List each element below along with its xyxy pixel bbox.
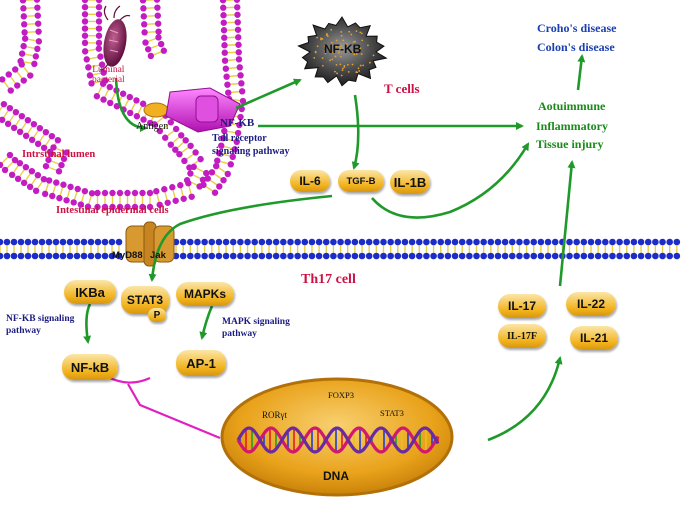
arrow-ikba-nfkb <box>86 304 90 342</box>
luminal-bacterial-label: Luminal bacterial <box>92 66 125 85</box>
nfkb-pathway-label: NF-KB signaling pathway <box>6 313 74 338</box>
antigen-icon <box>144 103 168 117</box>
ap1-badge: AP-1 <box>176 350 226 376</box>
th17-membrane <box>0 239 680 260</box>
myd88-label: MyD88 <box>112 251 143 261</box>
il17-badge: IL-17 <box>498 294 546 318</box>
il21-badge: IL-21 <box>570 326 618 350</box>
bacterium-icon <box>100 6 130 70</box>
il22-badge: IL-22 <box>566 292 616 316</box>
transcription-connector <box>106 376 220 438</box>
arrow-injury-disease <box>578 56 582 90</box>
tcell-label: T cells <box>384 82 420 95</box>
nfkb-receptor-label: NF-KB <box>220 118 254 129</box>
il6-badge: IL-6 <box>290 170 330 192</box>
antigen-label: Antigen <box>136 122 168 132</box>
mapk-pathway-label: MAPK signaling pathway <box>222 316 290 341</box>
arrow-dna-cytokines <box>488 358 560 440</box>
il17f-badge: IL-17F <box>498 324 546 348</box>
jak-label: Jak <box>150 251 166 261</box>
croho-disease-label: Croho's disease <box>537 22 616 34</box>
roryt-label: RORγt <box>262 411 287 420</box>
nfkb-badge: NF-kB <box>62 354 118 380</box>
tgfb-badge: TGF-B <box>338 170 384 192</box>
dna-stat3-label: STAT3 <box>380 409 404 418</box>
mapks-badge: MAPKs <box>176 282 234 306</box>
arrow-receptor-tcell <box>236 80 300 108</box>
colon-disease-label: Colon's disease <box>537 41 615 53</box>
ikba-badge: IKBa <box>64 280 116 304</box>
arrow-mapks-ap1 <box>202 306 212 338</box>
inflammatory-label: Inflammatory <box>536 120 608 132</box>
epidermal-cells-label: Intestinal epidermal cells <box>56 206 169 217</box>
tcell-nfkb-label: NF-KB <box>324 43 361 55</box>
toll-pathway-label: Toll receptor signaling pathway <box>212 133 290 158</box>
tissue-injury-label: Tissue injury <box>536 138 603 150</box>
phospho-badge: P <box>148 308 166 322</box>
foxp3-label: FOXP3 <box>328 391 354 400</box>
il1b-badge: IL-1B <box>390 170 430 194</box>
arrow-cytokines-injury <box>560 162 572 286</box>
th17-cell-label: Th17 cell <box>301 273 356 287</box>
arrow-cytokines-receptor <box>152 196 332 280</box>
autoimmune-label: Aotuimmune <box>538 100 605 112</box>
dna-label: DNA <box>323 470 349 482</box>
arrow-tcell-cytokines <box>354 95 358 168</box>
intestinal-lumen-label: Intrstinal lumen <box>22 150 95 161</box>
